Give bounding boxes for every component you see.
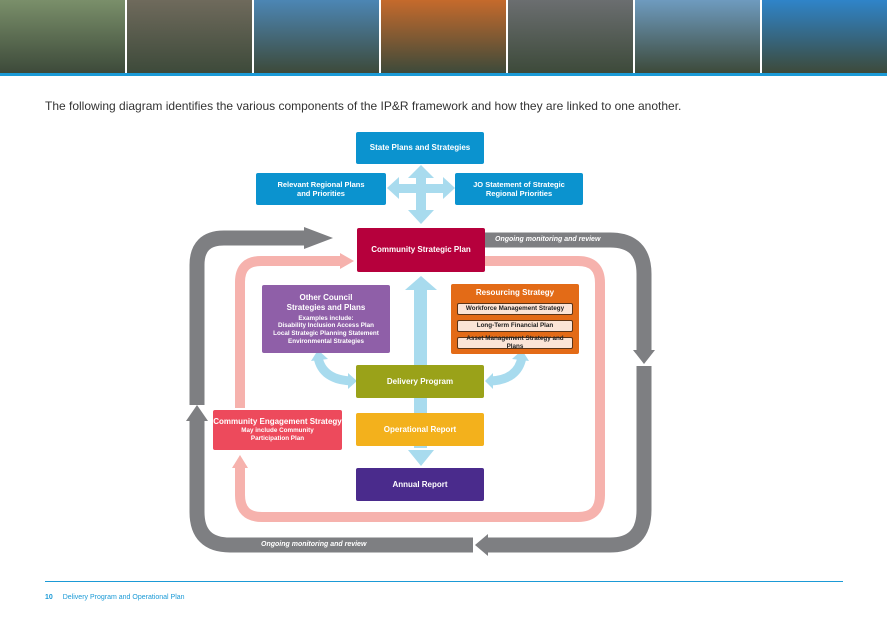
jo-statement-box: JO Statement of Strategic Regional Prior…	[455, 173, 583, 205]
grey-loop-right	[485, 232, 652, 350]
state-plans-label: State Plans and Strategies	[369, 143, 471, 152]
footer: 10 Delivery Program and Operational Plan	[45, 594, 185, 601]
grey-loop-right-arrowhead	[633, 350, 655, 364]
flow-up-to-state-arrowhead	[408, 165, 434, 178]
pink-loop-main	[235, 256, 605, 522]
banner-photo-kayaks	[635, 0, 760, 73]
grey-loop-bottom	[488, 366, 652, 553]
flow-down-to-annual-arrowhead	[408, 450, 434, 466]
other-council-example-3: Environmental Strategies	[288, 337, 364, 345]
other-council-example-1: Disability Inclusion Access Plan	[277, 322, 374, 330]
flow-left-arrowhead	[387, 177, 399, 199]
flow-curve-right-head-top	[512, 350, 529, 361]
community-strategic-plan-box: Community Strategic Plan	[357, 228, 485, 272]
grey-loop-top-left	[189, 230, 304, 405]
banner-photo-outdoor-event	[254, 0, 379, 73]
banner-photo-building	[0, 0, 125, 73]
grey-loop-up-arrowhead	[186, 405, 208, 421]
engagement-sub: May include Community Participation Plan	[241, 427, 314, 442]
other-council-strategies-box: Other Council Strategies and Plans Examp…	[262, 285, 390, 353]
annual-report-label: Annual Report	[392, 479, 448, 489]
pink-loop-top-left	[235, 256, 340, 408]
resourcing-strategy-box: Resourcing Strategy Workforce Management…	[451, 284, 579, 354]
other-council-example-2: Local Strategic Planning Statement	[273, 330, 379, 337]
document-title: Delivery Program and Operational Plan	[62, 594, 185, 601]
monitoring-label-top: Ongoing monitoring and review	[495, 236, 601, 243]
flow-curve-right-head-left	[485, 373, 493, 389]
annual-report-box: Annual Report	[356, 468, 484, 501]
pink-loop-top-left-arrowhead	[340, 253, 354, 269]
banner-divider	[0, 73, 887, 76]
flow-vertical-top-shaft	[416, 176, 426, 212]
jo-statement-label: JO Statement of Strategic Regional Prior…	[473, 179, 565, 198]
flow-right-arrowhead	[443, 177, 455, 199]
flow-curve-left-head-top	[311, 350, 328, 361]
regional-plans-box: Relevant Regional Plans and Priorities	[256, 173, 386, 205]
flow-curve-left-head-right	[348, 373, 357, 389]
banner-photo-strip	[0, 0, 887, 75]
long-term-financial-pill: Long-Term Financial Plan	[457, 320, 573, 332]
banner-photo-street	[508, 0, 633, 73]
community-engagement-box: Community Engagement Strategy May includ…	[213, 410, 342, 450]
operational-report-label: Operational Report	[383, 424, 457, 434]
banner-photo-festival	[762, 0, 887, 73]
banner-photo-dog-agility	[127, 0, 252, 73]
flow-horizontal-shaft	[397, 184, 445, 193]
flow-curve-right	[489, 355, 527, 386]
flow-curve-left	[313, 355, 353, 386]
csp-label: Community Strategic Plan	[371, 245, 471, 254]
grey-loop-bottom-arrowhead	[475, 534, 488, 556]
monitoring-label-bottom: Ongoing monitoring and review	[261, 541, 367, 548]
grey-loop-left-bottom	[189, 421, 473, 553]
regional-plans-label: Relevant Regional Plans and Priorities	[277, 179, 365, 198]
resourcing-title: Resourcing Strategy	[475, 288, 555, 297]
workforce-management-pill: Workforce Management Strategy	[457, 303, 573, 315]
other-council-examples-heading: Examples include:	[298, 314, 354, 322]
pink-loop-bottom-arrowhead	[232, 455, 248, 468]
asset-management-pill: Asset Management Strategy and Plans	[457, 335, 573, 350]
state-plans-box: State Plans and Strategies	[356, 132, 484, 164]
page-number: 10	[45, 594, 53, 601]
engagement-title: Community Engagement Strategy	[213, 417, 342, 427]
operational-report-box: Operational Report	[356, 413, 484, 446]
delivery-program-label: Delivery Program	[386, 376, 454, 386]
banner-photo-kookaburra	[381, 0, 506, 73]
flow-up-to-csp-arrowhead	[405, 276, 437, 290]
footer-divider	[45, 581, 843, 582]
flow-down-to-csp-arrowhead	[408, 210, 434, 224]
intro-text: The following diagram identifies the var…	[45, 99, 682, 113]
other-council-title: Other Council Strategies and Plans	[286, 292, 366, 312]
delivery-program-box: Delivery Program	[356, 365, 484, 398]
grey-loop-top-left-arrowhead	[304, 227, 333, 249]
